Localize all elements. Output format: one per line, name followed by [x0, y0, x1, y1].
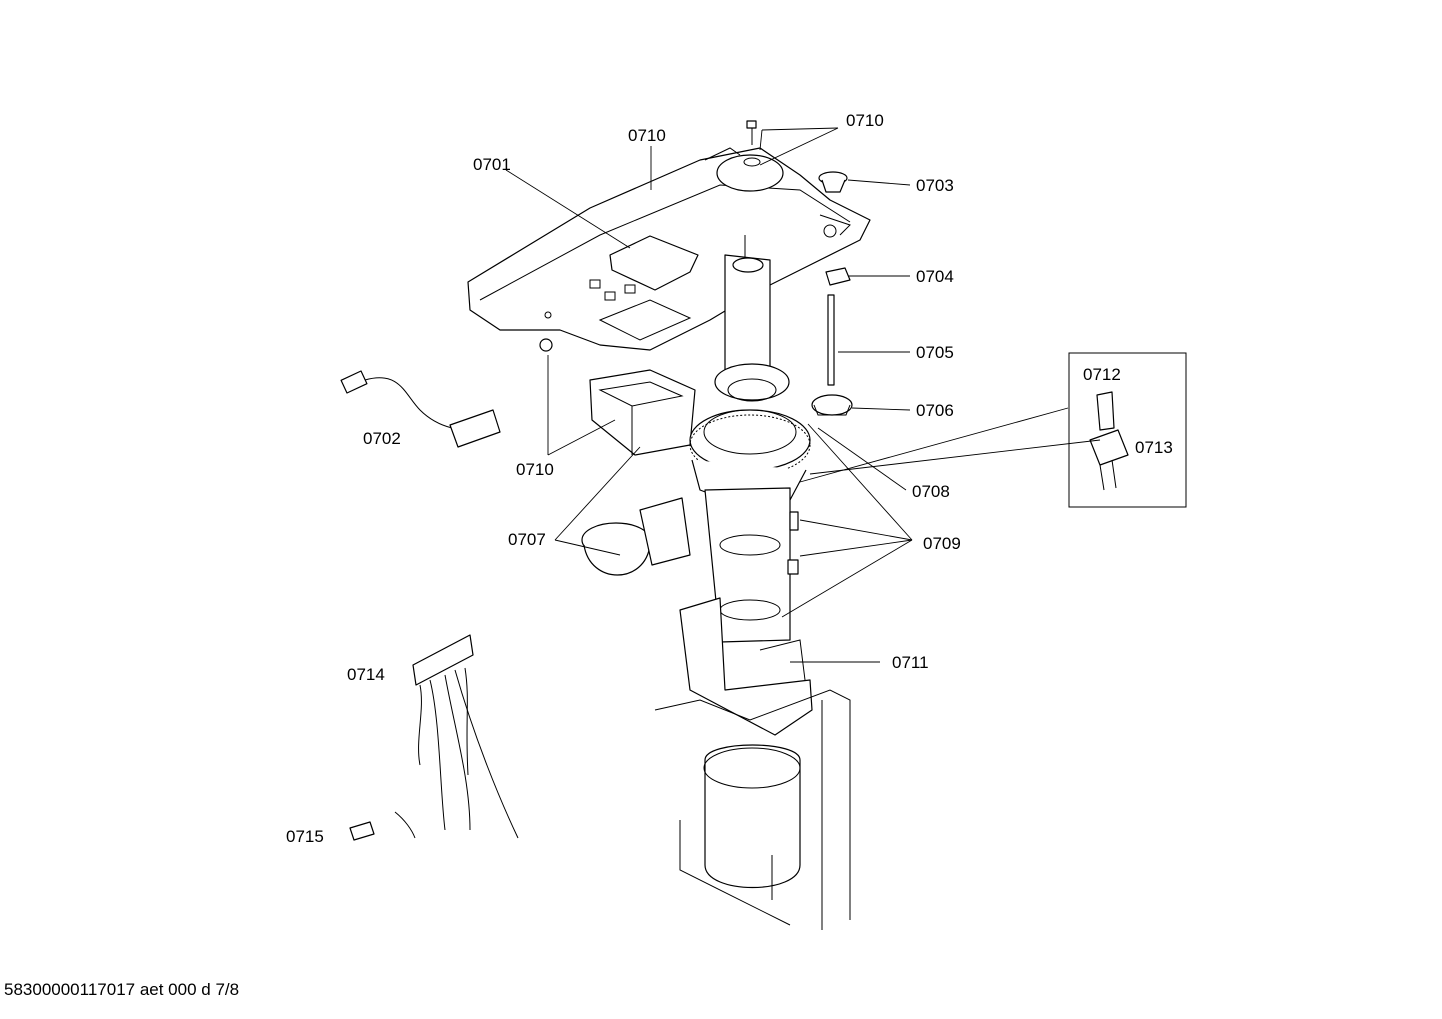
callout-0702: 0702	[363, 429, 401, 448]
grinder-ring	[689, 363, 811, 506]
detail-box	[1068, 352, 1187, 508]
callout-0710-top: 0710	[846, 111, 884, 130]
callout-0704: 0704	[916, 267, 954, 286]
lower-housing	[654, 689, 851, 930]
callout-0715: 0715	[286, 827, 324, 846]
callout-labels: 0710 0710 0701 0703 0704 0705 0712 0706 …	[286, 111, 1173, 846]
callout-0709: 0709	[923, 534, 961, 553]
callout-0706: 0706	[916, 401, 954, 420]
bean-cup-0707	[581, 497, 691, 576]
sensor-cable-0702	[340, 370, 501, 448]
callout-0714: 0714	[347, 665, 385, 684]
hopper-box	[539, 338, 696, 456]
callout-0705: 0705	[916, 343, 954, 362]
callout-0708: 0708	[912, 482, 950, 501]
frame-bracket-0711	[679, 597, 813, 736]
central-column	[724, 235, 771, 371]
callout-0713: 0713	[1135, 438, 1173, 457]
top-tray-assembly	[467, 147, 871, 351]
wire-harness-0714	[394, 634, 519, 839]
callout-0703: 0703	[916, 176, 954, 195]
callout-0712: 0712	[1083, 365, 1121, 384]
callout-0710-left: 0710	[628, 126, 666, 145]
callout-0701: 0701	[473, 155, 511, 174]
plug-0715	[349, 821, 375, 841]
motor-body	[704, 487, 799, 643]
callout-0710-low: 0710	[516, 460, 554, 479]
callout-0707: 0707	[508, 530, 546, 549]
callout-0711: 0711	[892, 653, 929, 672]
leader-lines	[505, 127, 1101, 663]
document-id-footer: 58300000117017 aet 000 d 7/8	[4, 980, 240, 999]
top-disc-and-screw	[716, 120, 784, 192]
clip-rod-gear	[811, 267, 853, 416]
knob-0703	[818, 171, 848, 193]
